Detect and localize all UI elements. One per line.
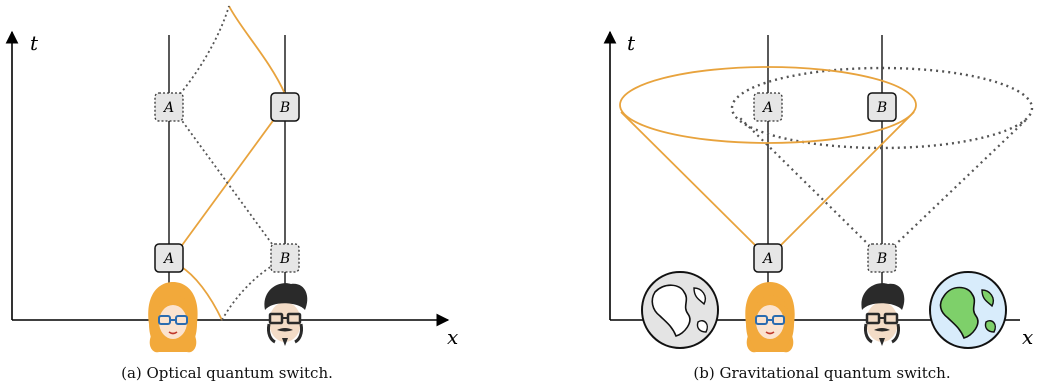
dotted-path-upper-curve xyxy=(179,5,230,95)
box-a-upper: A xyxy=(154,92,184,122)
box-b-lower: B xyxy=(270,243,300,273)
box-b-upper: B xyxy=(270,92,300,122)
x-axis-label: x xyxy=(447,325,458,349)
t-axis-label: t xyxy=(627,31,636,55)
alice-avatar xyxy=(744,281,796,354)
box-label: A xyxy=(162,100,174,116)
t-axis-label: t xyxy=(30,31,39,55)
box-a-lower: A xyxy=(154,243,184,273)
orange-path-upper-curve xyxy=(228,5,286,95)
panel-a: t x A B A B (a) Opt xyxy=(5,5,458,382)
dotted-cone-right xyxy=(893,117,1029,247)
caption-a: (a) Optical quantum switch. xyxy=(121,364,333,382)
box-b-lower: B xyxy=(867,243,897,273)
bob-avatar xyxy=(262,281,309,348)
x-axis-label: x xyxy=(1022,325,1033,349)
orange-cone-right xyxy=(779,111,915,247)
earth-left-icon xyxy=(641,271,719,349)
dotted-cone-top xyxy=(730,66,1034,150)
dotted-cone-left xyxy=(739,117,871,247)
alice-avatar xyxy=(147,281,199,354)
caption-b: (b) Gravitational quantum switch. xyxy=(693,364,950,382)
dotted-path-diagonal xyxy=(179,117,276,249)
box-a-lower: A xyxy=(753,243,783,273)
dotted-path-lower-curve xyxy=(221,265,273,321)
panel-b: t x A B A B xyxy=(603,30,1034,382)
box-label: A xyxy=(761,251,773,267)
box-label: B xyxy=(876,100,887,116)
orange-cone-top xyxy=(619,66,917,144)
box-label: B xyxy=(279,251,290,267)
box-b-upper: B xyxy=(867,92,897,122)
orange-cone-left xyxy=(620,111,757,247)
box-a-upper: A xyxy=(753,92,783,122)
bob-avatar xyxy=(859,281,906,348)
box-label: B xyxy=(279,100,290,116)
earth-right-icon xyxy=(929,271,1007,349)
orange-path-lower-curve xyxy=(179,265,223,321)
box-label: A xyxy=(162,251,174,267)
box-label: A xyxy=(761,100,773,116)
box-label: B xyxy=(876,251,887,267)
